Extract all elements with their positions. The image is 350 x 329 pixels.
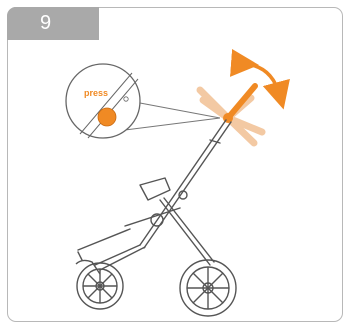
rear-wheel <box>180 260 236 316</box>
handle-active <box>223 86 255 123</box>
stroller-frame <box>78 120 231 270</box>
press-callout: press <box>66 64 220 138</box>
press-button-icon <box>98 108 116 126</box>
press-label: press <box>84 88 108 98</box>
front-wheel <box>76 260 123 309</box>
